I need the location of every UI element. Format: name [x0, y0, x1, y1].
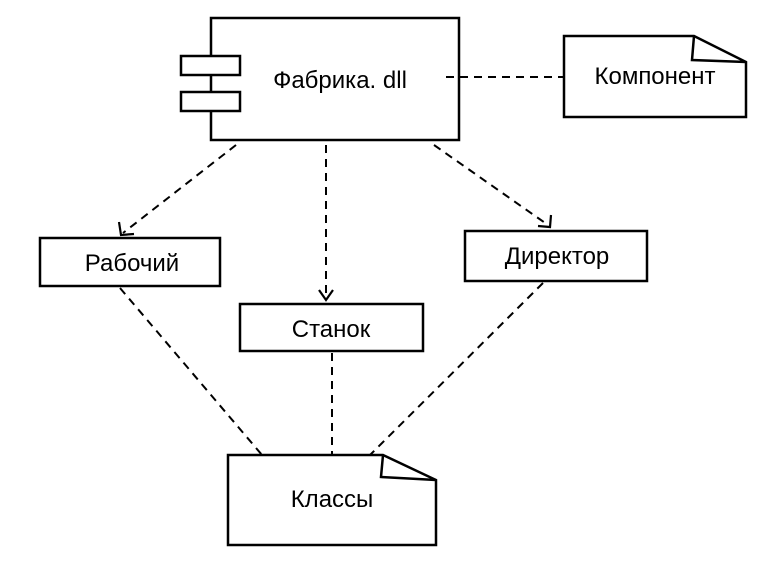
note-component-label: Компонент	[594, 63, 715, 90]
class-worker: Рабочий	[38, 236, 222, 288]
component-body	[209, 16, 461, 142]
link-worker-classes	[119, 287, 263, 456]
class-director: Директор	[463, 229, 649, 283]
dependency-line	[433, 144, 549, 226]
arrowhead	[318, 289, 334, 302]
note-classes-label: Классы	[291, 486, 374, 513]
component-label: Фабрика. dll	[273, 67, 407, 94]
arrowhead	[117, 221, 135, 237]
dependency-arrow-worker	[117, 144, 237, 237]
note-classes: Классы	[226, 453, 438, 547]
class-director-label: Директор	[505, 243, 610, 270]
dependency-arrow-director	[433, 144, 553, 229]
class-worker-label: Рабочий	[85, 250, 179, 277]
link-director-classes	[369, 282, 544, 456]
class-worker-box	[38, 236, 222, 288]
class-machine-box	[238, 302, 425, 353]
dependency-line	[122, 144, 237, 234]
note-component-shape	[562, 34, 748, 119]
class-director-box	[463, 229, 649, 283]
component-factory-dll: Фабрика. dll	[179, 16, 461, 142]
class-machine: Станок	[238, 302, 425, 353]
component-port-top	[179, 54, 242, 77]
note-component: Компонент	[562, 34, 748, 119]
component-port-bottom	[179, 90, 242, 113]
dependency-arrow-machine	[318, 145, 334, 302]
note-classes-fold	[379, 454, 437, 482]
note-component-fold	[690, 35, 747, 64]
class-machine-label: Станок	[292, 316, 371, 343]
arrowhead	[537, 214, 553, 229]
